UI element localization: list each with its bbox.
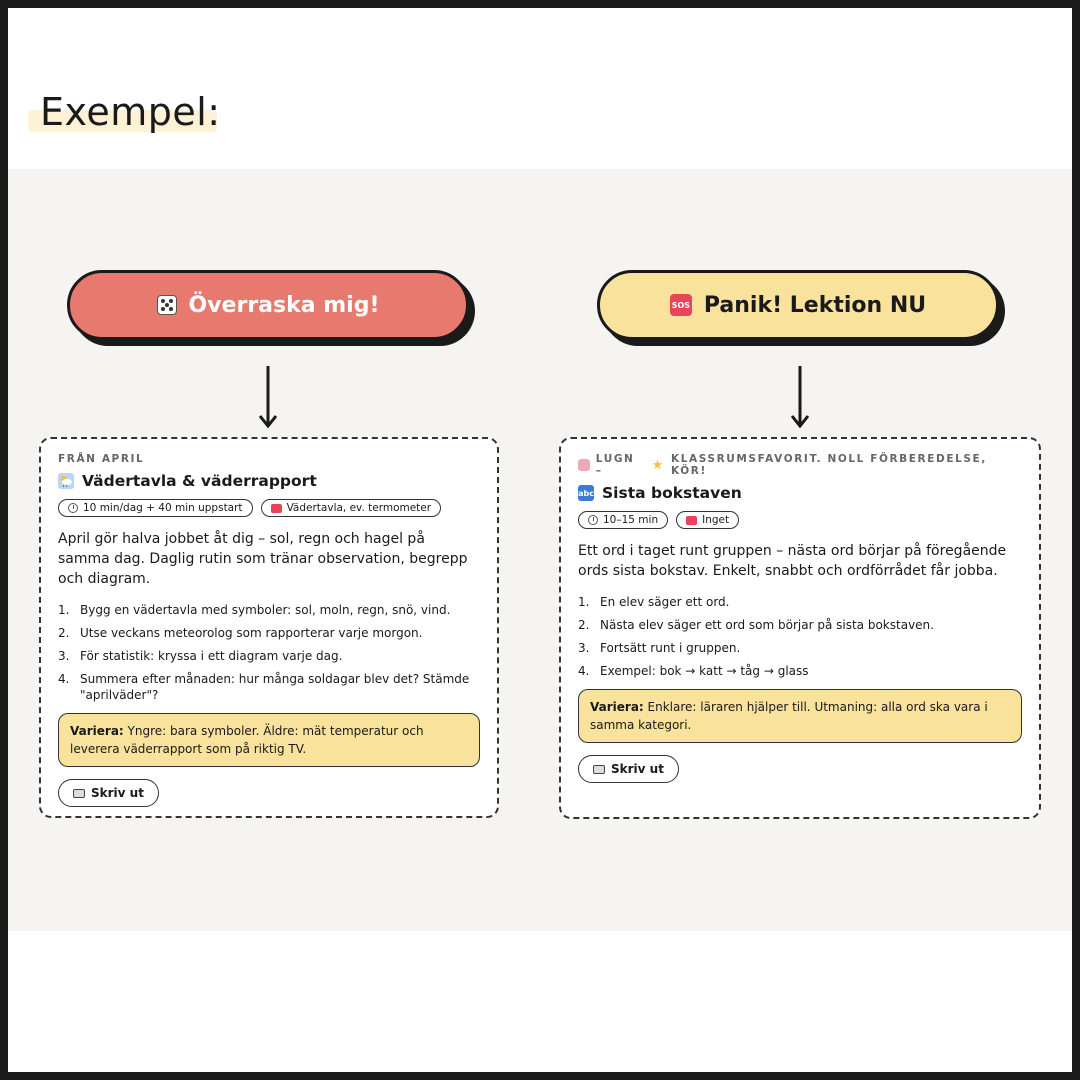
print-button-label: Skriv ut bbox=[91, 786, 144, 800]
time-tag-text: 10 min/dag + 40 min uppstart bbox=[83, 502, 243, 514]
list-item: 2.Utse veckans meteorolog som rapportera… bbox=[58, 626, 423, 640]
surprise-button-wrap: Överraska mig! bbox=[67, 270, 475, 346]
print-button-label: Skriv ut bbox=[611, 762, 664, 776]
down-arrow-right bbox=[790, 366, 810, 428]
slide-frame: Exempel: Överraska mig! SOS Panik! Lekti… bbox=[8, 8, 1072, 1072]
materials-tag: Inget bbox=[676, 511, 740, 529]
list-item: 4.Summera efter månaden: hur många solda… bbox=[58, 672, 470, 702]
printer-icon bbox=[593, 764, 605, 774]
sos-icon: SOS bbox=[669, 294, 692, 316]
card-tags: 10 min/dag + 40 min uppstart Vädertavla,… bbox=[58, 499, 480, 517]
weather-icon bbox=[58, 473, 74, 489]
abc-icon: abc bbox=[578, 485, 594, 501]
variera-box: Variera: Yngre: bara symboler. Äldre: mä… bbox=[58, 713, 480, 767]
card-kicker-text: KLASSRUMSFAVORIT. NOLL FÖRBEREDELSE, KÖR… bbox=[670, 453, 987, 477]
variera-label: Variera: bbox=[590, 700, 644, 714]
variera-text: Enklare: läraren hjälper till. Utmaning:… bbox=[590, 700, 988, 732]
card-kicker-text: FRÅN APRIL bbox=[58, 453, 145, 465]
panic-button-wrap: SOS Panik! Lektion NU bbox=[597, 270, 1005, 346]
card-title: Vädertavla & väderrapport bbox=[58, 472, 480, 490]
print-button[interactable]: Skriv ut bbox=[578, 755, 679, 783]
time-tag: 10–15 min bbox=[578, 511, 669, 529]
printer-icon bbox=[73, 788, 85, 798]
calm-icon bbox=[578, 459, 590, 471]
card-description: Ett ord i taget runt gruppen – nästa ord… bbox=[578, 543, 1007, 579]
content-band: Överraska mig! SOS Panik! Lektion NU FRÅ… bbox=[8, 169, 1072, 931]
list-item: 3.Fortsätt runt i gruppen. bbox=[578, 641, 741, 655]
list-item: 1.En elev säger ett ord. bbox=[578, 595, 730, 609]
card-title-text: Vädertavla & väderrapport bbox=[82, 472, 317, 490]
step-list: 1.Bygg en vädertavla med symboler: sol, … bbox=[58, 602, 480, 703]
variera-label: Variera: bbox=[70, 724, 124, 738]
materials-tag: Vädertavla, ev. termometer bbox=[260, 499, 442, 517]
toolbox-icon bbox=[270, 503, 282, 513]
card-description: April gör halva jobbet åt dig – sol, reg… bbox=[58, 531, 468, 587]
materials-tag-text: Vädertavla, ev. termometer bbox=[286, 502, 432, 514]
list-item: 2.Nästa elev säger ett ord som börjar på… bbox=[578, 618, 934, 632]
surprise-button[interactable]: Överraska mig! bbox=[67, 270, 469, 340]
list-item: 3.För statistik: kryssa i ett diagram va… bbox=[58, 649, 343, 663]
card-kicker: FRÅN APRIL bbox=[58, 453, 480, 465]
variera-box: Variera: Enklare: läraren hjälper till. … bbox=[578, 689, 1022, 743]
card-kicker-mood: LUGN – bbox=[595, 453, 635, 477]
panic-button[interactable]: SOS Panik! Lektion NU bbox=[597, 270, 999, 340]
toolbox-icon bbox=[686, 515, 698, 525]
activity-card-left: FRÅN APRIL Vädertavla & väderrapport 10 … bbox=[39, 437, 499, 818]
clock-icon bbox=[68, 503, 78, 513]
list-item: 1.Bygg en vädertavla med symboler: sol, … bbox=[58, 603, 451, 617]
card-kicker: LUGN – ★ KLASSRUMSFAVORIT. NOLL FÖRBERED… bbox=[578, 453, 1022, 477]
variera-text: Yngre: bara symboler. Äldre: mät tempera… bbox=[70, 724, 424, 756]
heading-highlight bbox=[28, 110, 217, 132]
surprise-button-label: Överraska mig! bbox=[188, 292, 380, 318]
card-tags: 10–15 min Inget bbox=[578, 511, 1022, 529]
print-button[interactable]: Skriv ut bbox=[58, 779, 159, 807]
card-title-text: Sista bokstaven bbox=[602, 484, 742, 502]
star-icon: ★ bbox=[651, 457, 665, 473]
card-title: abc Sista bokstaven bbox=[578, 484, 1022, 502]
down-arrow-left bbox=[258, 366, 278, 428]
clock-icon bbox=[588, 515, 598, 525]
time-tag: 10 min/dag + 40 min uppstart bbox=[58, 499, 253, 517]
step-list: 1.En elev säger ett ord. 2.Nästa elev sä… bbox=[578, 594, 1022, 679]
activity-card-right: LUGN – ★ KLASSRUMSFAVORIT. NOLL FÖRBERED… bbox=[559, 437, 1041, 819]
materials-tag-text: Inget bbox=[702, 514, 730, 526]
time-tag-text: 10–15 min bbox=[603, 514, 659, 526]
list-item: 4.Exempel: bok → katt → tåg → glass bbox=[578, 664, 809, 678]
dice-icon bbox=[156, 295, 177, 315]
page-title: Exempel: bbox=[40, 90, 221, 134]
panic-button-label: Panik! Lektion NU bbox=[703, 292, 927, 318]
